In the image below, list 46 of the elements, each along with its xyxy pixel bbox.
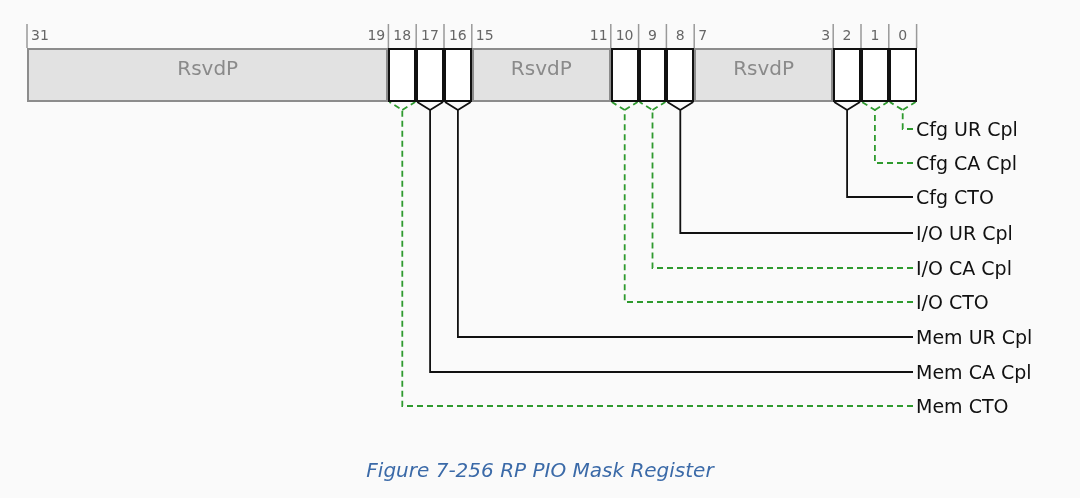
bit-cell xyxy=(416,48,444,102)
bit-number: 1 xyxy=(870,27,880,43)
bit-cell xyxy=(861,48,889,102)
field-label: Cfg CA Cpl xyxy=(916,151,1017,175)
field-label: Mem CA Cpl xyxy=(916,360,1032,384)
figure-caption: Figure 7-256 RP PIO Mask Register xyxy=(365,458,716,482)
leader-line xyxy=(666,101,914,234)
bit-number: 19 xyxy=(367,27,386,43)
field-label: I/O UR Cpl xyxy=(916,221,1013,245)
reserved-field: RsvdP xyxy=(471,48,611,102)
field-label: I/O CA Cpl xyxy=(916,256,1012,280)
bit-number: 2 xyxy=(842,27,852,43)
field-label: I/O CTO xyxy=(916,290,989,314)
bit-number: 31 xyxy=(31,27,49,43)
bit-cell xyxy=(833,48,861,102)
leader-line xyxy=(861,101,914,164)
bit-number: 7 xyxy=(698,27,708,43)
bit-cell xyxy=(610,48,639,102)
leader-line xyxy=(888,101,917,130)
bit-cell xyxy=(388,48,417,102)
bit-number: 10 xyxy=(615,27,634,43)
bit-number: 17 xyxy=(421,27,439,43)
leader-line xyxy=(444,101,914,338)
reserved-field: RsvdP xyxy=(27,48,389,102)
bit-number: 9 xyxy=(648,27,657,43)
bit-number: 16 xyxy=(448,27,467,43)
leader-line xyxy=(638,101,914,269)
bit-number: 8 xyxy=(675,27,685,43)
bit-number: 3 xyxy=(821,27,831,43)
field-label: Mem UR Cpl xyxy=(916,325,1033,349)
field-label: Mem CTO xyxy=(916,394,1009,418)
bit-number: 0 xyxy=(898,27,908,43)
leader-line xyxy=(388,101,914,407)
leader-line xyxy=(833,101,914,198)
field-label: Cfg CTO xyxy=(916,185,994,209)
field-label: Cfg UR Cpl xyxy=(916,117,1018,141)
bit-number: 15 xyxy=(475,27,494,43)
bit-number: 18 xyxy=(393,27,412,43)
leader-line xyxy=(610,101,914,303)
bit-cell xyxy=(638,48,667,102)
reserved-field: RsvdP xyxy=(694,48,834,102)
bit-cell xyxy=(444,48,472,102)
bit-cell xyxy=(666,48,695,102)
leader-line xyxy=(416,101,914,373)
bit-cell xyxy=(888,48,917,102)
bit-number: 11 xyxy=(589,27,608,43)
